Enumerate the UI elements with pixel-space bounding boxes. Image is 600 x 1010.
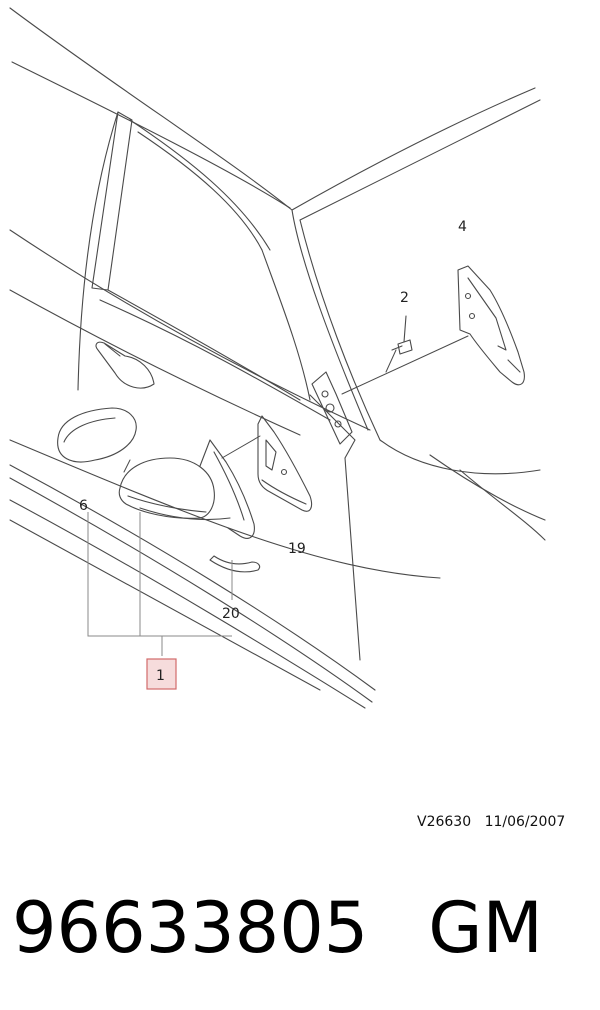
- callout-4: 4: [458, 219, 467, 235]
- callout-6: 6: [79, 498, 88, 514]
- callout-1-highlight: [146, 658, 177, 690]
- explode-lines: [123, 335, 469, 473]
- drawing-date: 11/06/2007: [484, 814, 566, 830]
- trim-strip: [209, 555, 261, 573]
- door-handle: [95, 341, 155, 389]
- callout-1: 1: [156, 668, 165, 684]
- drawing-code: V26630: [417, 814, 472, 830]
- screw: [391, 315, 413, 355]
- leader-lines: [87, 512, 233, 656]
- callout-2: 2: [400, 290, 409, 306]
- callout-19: 19: [288, 541, 306, 557]
- mirror-glass: [57, 407, 137, 463]
- mirror-housing: [118, 439, 255, 539]
- part-number-footer: 96633805 GM: [12, 878, 543, 978]
- exploded-parts-diagram: 1 2 4 6 19 20: [9, 7, 546, 709]
- brand-name: GM: [428, 887, 543, 969]
- inner-cover: [457, 265, 525, 386]
- drawing-reference: V26630 11/06/2007: [417, 814, 565, 830]
- mirror-bracket: [257, 415, 313, 512]
- car-body-outline: [9, 7, 546, 709]
- pillar-plate: [311, 371, 353, 445]
- callout-20: 20: [222, 606, 240, 622]
- part-number: 96633805: [12, 887, 369, 969]
- door-window-frame: [77, 111, 356, 459]
